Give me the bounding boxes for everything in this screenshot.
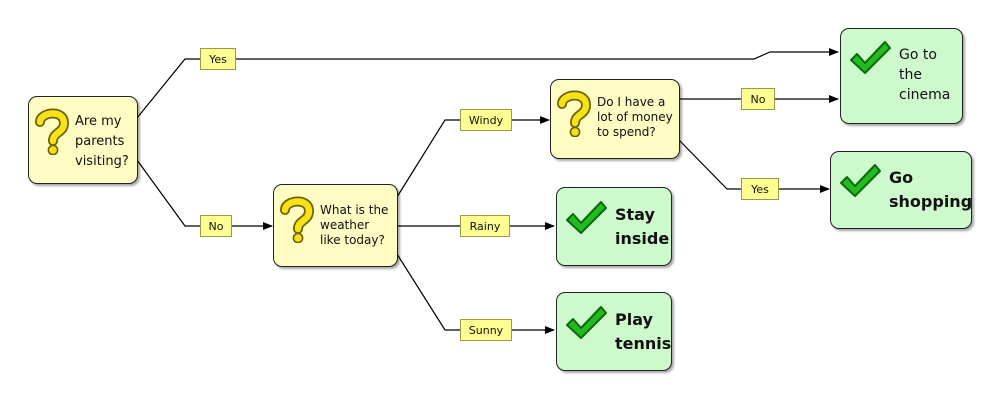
node-text-line: Play xyxy=(615,310,653,329)
node-text-line: Go xyxy=(889,168,914,187)
node-text-line: Stay xyxy=(615,205,655,224)
edge-label-money-yes: Yes xyxy=(741,178,779,200)
checkmark-icon xyxy=(566,201,607,234)
outcome-node-tennis: Play tennis xyxy=(556,292,672,371)
node-text-line: visiting? xyxy=(75,154,129,169)
node-text-line: parents xyxy=(75,134,125,149)
question-mark-icon xyxy=(280,196,314,243)
edge-money-yes xyxy=(678,139,830,193)
outcome-node-shopping: Go shopping xyxy=(830,151,972,229)
question-mark-icon xyxy=(35,108,69,155)
edge-label-parents-yes: Yes xyxy=(200,48,236,70)
node-text-line: cinema xyxy=(899,87,951,103)
edge-parents-yes xyxy=(136,48,839,119)
question-mark-icon xyxy=(557,90,591,137)
edge-label-weather-sunny: Sunny xyxy=(460,319,512,341)
edge-label-parents-no: No xyxy=(200,215,232,237)
node-text-line: Are my xyxy=(75,114,122,129)
node-text-line: Go to xyxy=(899,47,937,63)
node-text-line: the xyxy=(899,67,922,83)
edge-label-weather-rainy: Rainy xyxy=(460,215,510,237)
node-text-line: like today? xyxy=(320,233,385,247)
node-text-line: lot of money xyxy=(597,110,673,124)
edge-weather-windy xyxy=(396,116,550,198)
edge-label-money-no: No xyxy=(741,88,775,110)
checkmark-icon xyxy=(840,164,881,197)
checkmark-icon xyxy=(850,41,891,74)
node-text-line: What is the xyxy=(320,203,389,217)
node-text-line: tennis xyxy=(615,334,672,353)
node-text-line: shopping xyxy=(889,192,973,211)
node-text-line: inside xyxy=(615,229,670,248)
decision-node-money: Do I have a lot of money to spend? xyxy=(550,79,680,159)
node-text-line: Do I have a xyxy=(597,95,666,109)
edge-label-weather-windy: Windy xyxy=(460,109,512,131)
decision-node-weather: What is the weather like today? xyxy=(273,184,398,267)
node-text-line: weather xyxy=(320,218,370,232)
outcome-node-inside: Stay inside xyxy=(556,187,672,266)
edge-weather-sunny xyxy=(396,253,555,334)
outcome-node-cinema: Go to the cinema xyxy=(840,28,963,124)
checkmark-icon xyxy=(566,306,607,339)
decision-node-parents: Are my parents visiting? xyxy=(28,96,138,184)
edge-parents-no xyxy=(136,159,273,230)
node-text-line: to spend? xyxy=(597,125,656,139)
